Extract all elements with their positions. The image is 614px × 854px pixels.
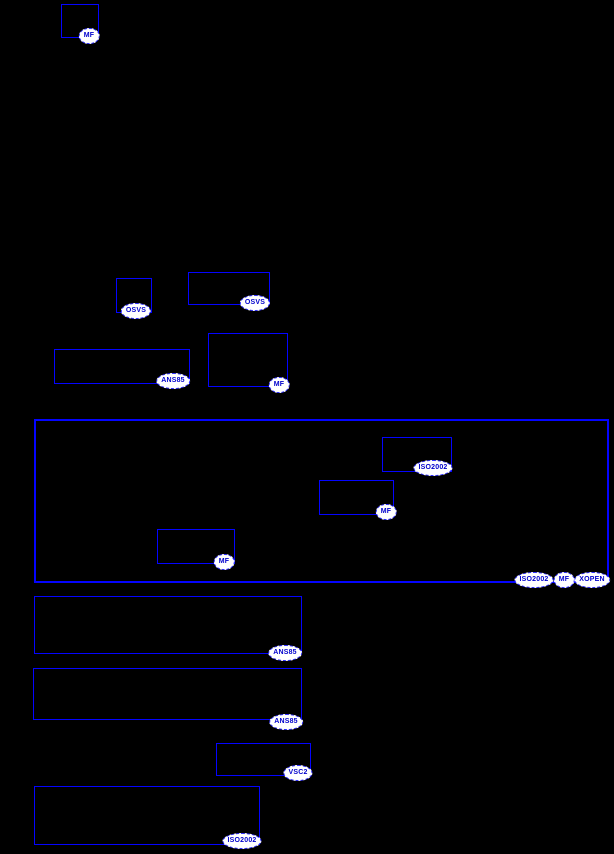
syntax-box-osvs-wide [188, 272, 270, 305]
dialect-tag-iso2002[interactable]: ISO2002 [413, 460, 453, 476]
syntax-box-mf-inner-lower [157, 529, 235, 564]
syntax-box-iso2002-bottom [34, 786, 260, 845]
dialect-tag-osvs[interactable]: OSVS [239, 295, 271, 311]
dialect-tag-mf[interactable]: MF [375, 504, 397, 520]
dialect-tag-iso2002[interactable]: ISO2002 [222, 833, 262, 849]
syntax-box-mf-format [208, 333, 288, 387]
dialect-tag-xopen[interactable]: XOPEN [574, 572, 610, 588]
dialect-tag-ans85[interactable]: ANS85 [269, 714, 303, 730]
dialect-tag-mf[interactable]: MF [213, 554, 235, 570]
dialect-tag-iso2002[interactable]: ISO2002 [514, 572, 554, 588]
syntax-box-ans85-format [54, 349, 190, 384]
dialect-tag-mf[interactable]: MF [268, 377, 290, 393]
dialect-tag-mf[interactable]: MF [553, 572, 575, 588]
syntax-box-vsc2 [216, 743, 311, 776]
syntax-box-ans85-lower [33, 668, 302, 720]
syntax-box-mf-inner-upper [319, 480, 394, 515]
dialect-tag-ans85[interactable]: ANS85 [156, 373, 190, 389]
syntax-box-group [34, 419, 609, 583]
dialect-tag-vsc2[interactable]: VSC2 [283, 765, 313, 781]
dialect-tag-mf[interactable]: MF [78, 28, 100, 44]
dialect-tag-ans85[interactable]: ANS85 [268, 645, 302, 661]
dialect-tag-osvs[interactable]: OSVS [120, 303, 152, 319]
syntax-box-ans85-upper [34, 596, 302, 654]
